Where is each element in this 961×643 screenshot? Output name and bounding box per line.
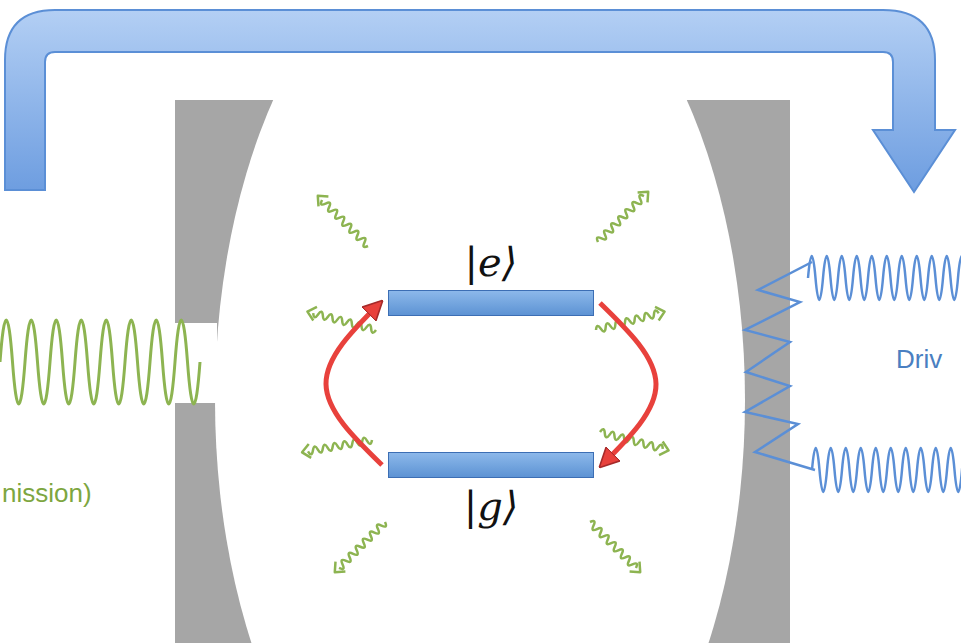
drive-wave xyxy=(808,256,961,300)
emission-arrow xyxy=(306,305,378,337)
emission-arrow xyxy=(593,187,653,247)
emission-arrow xyxy=(330,517,390,577)
transition-arrow xyxy=(326,303,382,465)
transition-arrow xyxy=(600,303,656,465)
caption-fragment: Driv xyxy=(896,344,942,375)
energy-level: |g⟩ xyxy=(388,452,594,528)
level-bar xyxy=(388,290,594,316)
level-bar xyxy=(388,452,594,478)
emission-arrow xyxy=(585,517,645,577)
state-label: |g⟩ xyxy=(388,484,594,528)
transmission-wave xyxy=(0,320,200,404)
cavity-mode xyxy=(215,0,745,643)
state-label: |e⟩ xyxy=(388,240,594,284)
caption-fragment: nission) xyxy=(2,478,92,509)
drive-wave xyxy=(812,448,961,492)
energy-level: |e⟩ xyxy=(388,240,594,316)
drive-burst xyxy=(745,262,815,470)
feedback-arrow xyxy=(5,10,955,192)
emission-arrow xyxy=(313,191,373,251)
